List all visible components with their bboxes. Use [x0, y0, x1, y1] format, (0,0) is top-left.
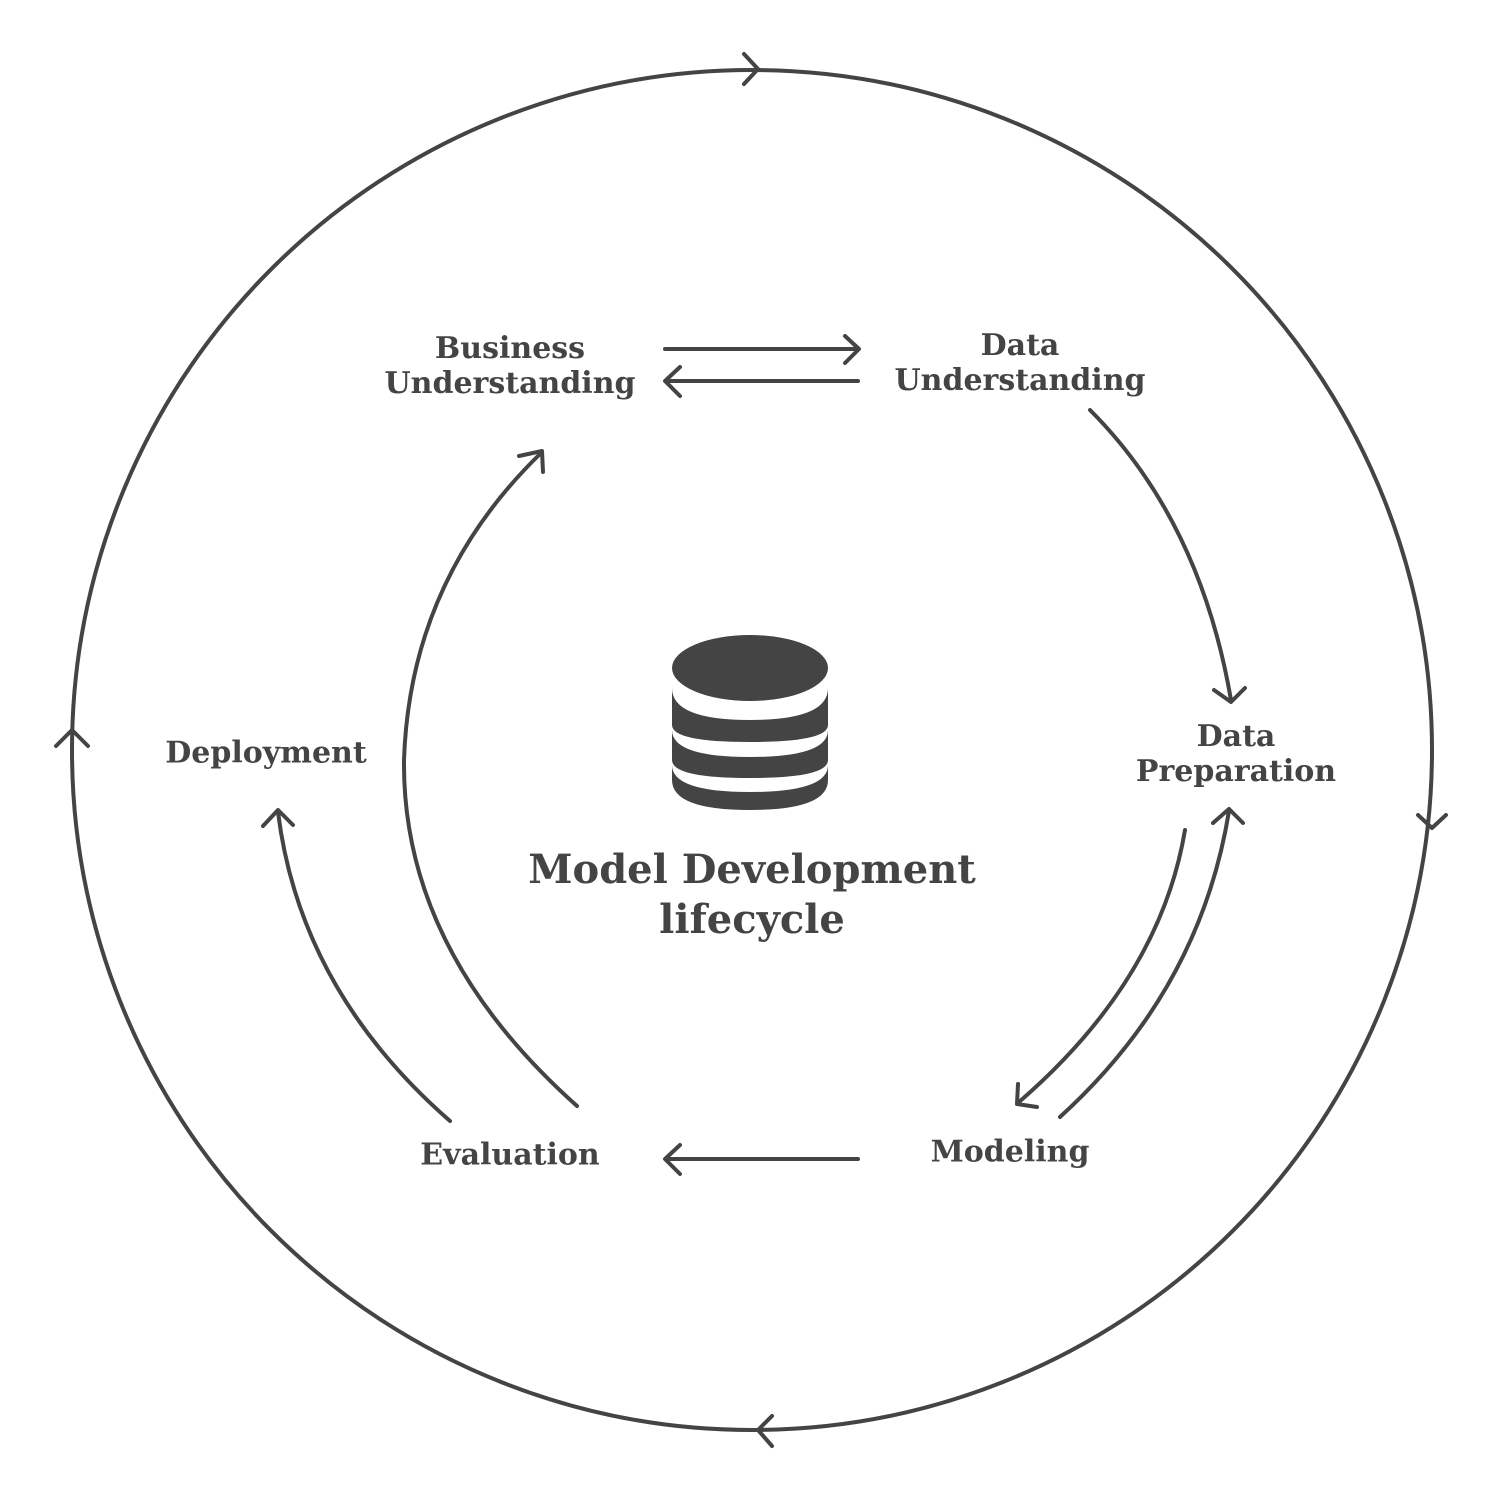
center-title-line2: lifecycle: [659, 896, 845, 943]
stage-evaluation-line1: Evaluation: [420, 1137, 600, 1173]
stage-business-understanding-line2: Understanding: [384, 366, 636, 401]
stage-modeling-line1: Modeling: [930, 1134, 1090, 1170]
stage-data-preparation: Data Preparation: [1136, 719, 1336, 789]
stage-deployment: Deployment: [165, 736, 366, 771]
center-title: Model Development lifecycle: [528, 845, 976, 945]
stage-business-understanding: Business Understanding: [384, 331, 635, 401]
stage-data-understanding-line2: Understanding: [894, 363, 1146, 398]
outer-chevron-right-icon: [1416, 813, 1448, 830]
arrow-understanding-to-preparation-head-icon: [1212, 686, 1247, 704]
arrow-data-to-business-head-icon: [663, 365, 682, 398]
arrow-preparation-to-modeling-line: [1017, 828, 1187, 1104]
stage-data-understanding: Data Understanding: [894, 328, 1145, 398]
stage-data-understanding-line1: Data: [980, 328, 1060, 363]
arrow-modeling-to-preparation-line: [1058, 809, 1231, 1119]
arrow-evaluation-to-deployment-line: [276, 810, 452, 1123]
arrow-modeling-to-evaluation-head-icon: [663, 1143, 682, 1176]
arrow-preparation-to-modeling-head-icon: [1015, 1082, 1039, 1109]
arrow-modeling-to-preparation-head-icon: [1211, 807, 1245, 825]
outer-chevron-top-icon: [742, 52, 760, 86]
arrow-evaluation-to-deployment-head-icon: [261, 808, 295, 828]
database-icon: [672, 635, 828, 810]
stage-modeling: Modeling: [931, 1135, 1090, 1170]
arrow-understanding-to-preparation-line: [1088, 408, 1233, 702]
arrow-business-to-data-head-icon: [843, 334, 861, 365]
outer-chevron-bottom-icon: [756, 1414, 774, 1448]
outer-cycle-circle: [70, 68, 1434, 1432]
arrow-evaluation-to-business-head-icon: [517, 449, 545, 474]
stage-evaluation: Evaluation: [420, 1138, 599, 1173]
center-title-line1: Model Development: [528, 846, 976, 893]
stage-deployment-line1: Deployment: [165, 735, 367, 771]
outer-chevron-left-icon: [54, 728, 90, 748]
stage-business-understanding-line1: Business: [434, 331, 586, 366]
stage-data-preparation-line1: Data: [1196, 719, 1276, 754]
stage-data-preparation-line2: Preparation: [1135, 754, 1337, 789]
arrow-evaluation-to-business-line: [401, 451, 579, 1108]
